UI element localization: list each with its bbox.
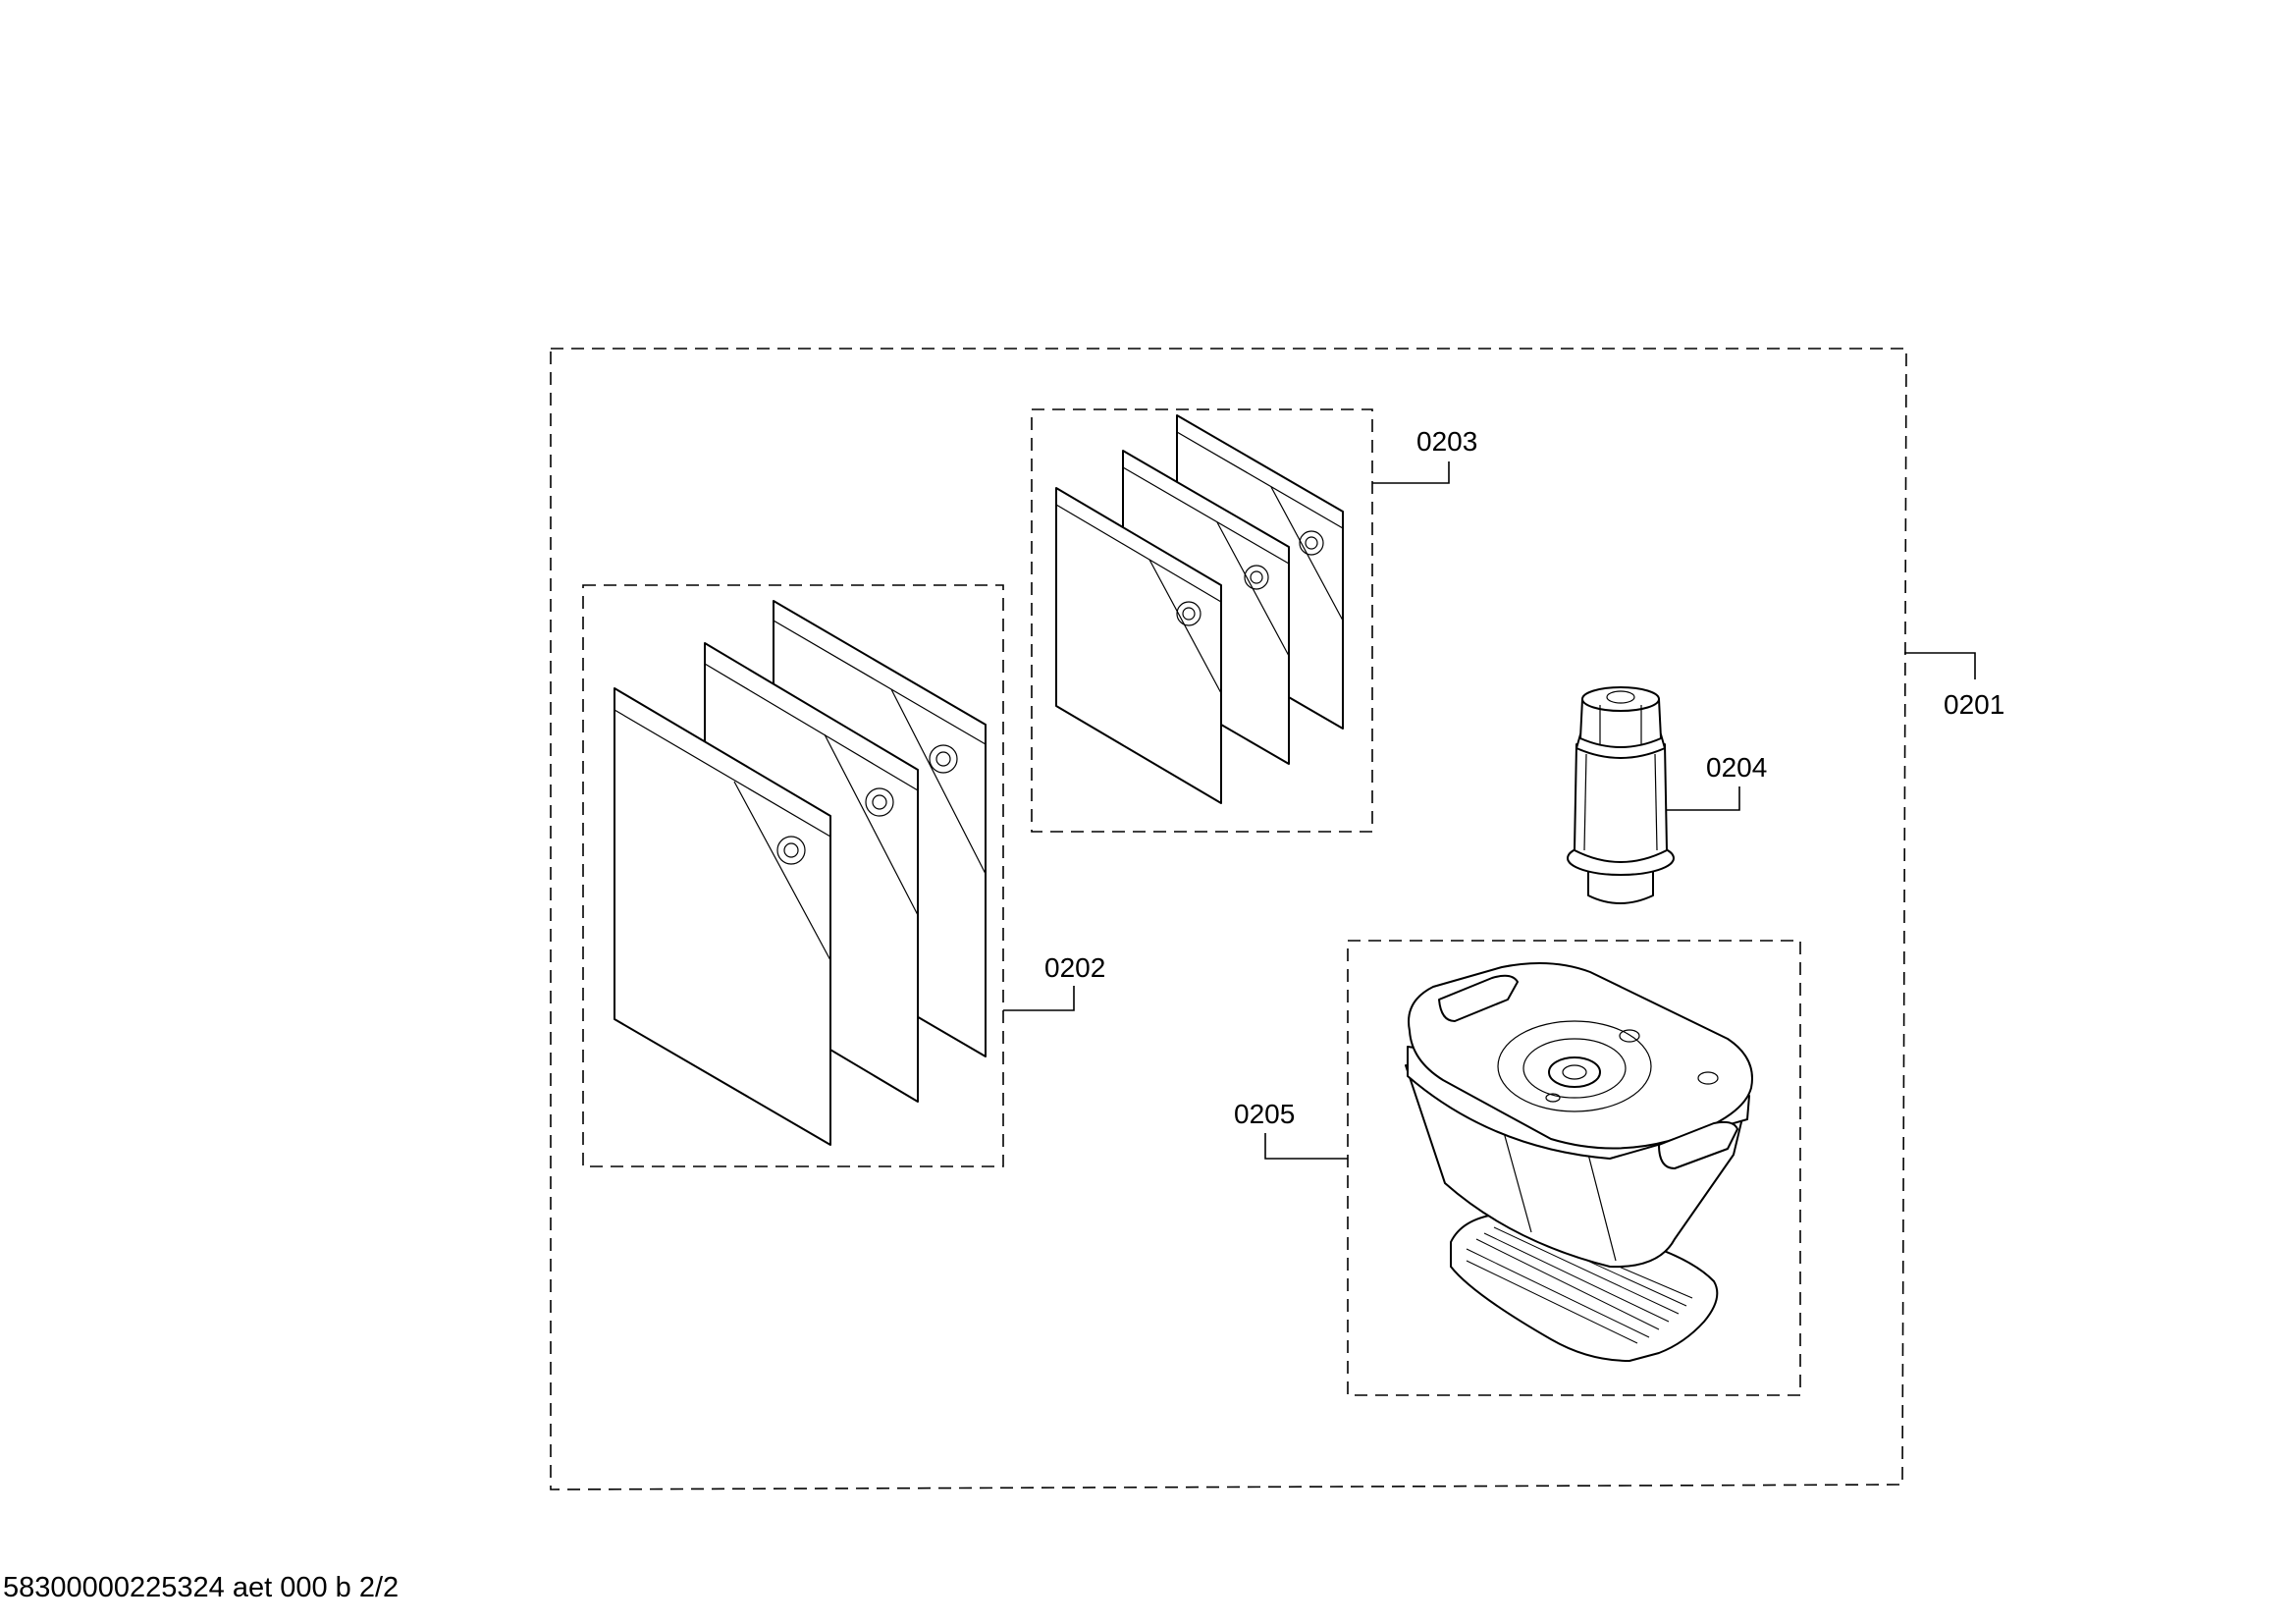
label-0205: 0205 <box>1234 1099 1295 1129</box>
leader-line-0205 <box>1264 1133 1348 1160</box>
leader-line-0204 <box>1666 786 1740 811</box>
bag-set-small-boundary <box>1031 408 1373 833</box>
leader-line-0201 <box>1904 652 1976 679</box>
container-body <box>1405 962 1753 1269</box>
label-0203: 0203 <box>1416 426 1477 457</box>
document-code-footer: 58300000225324 aet 000 b 2/2 <box>3 1572 399 1603</box>
leader-line-0203 <box>1372 461 1450 484</box>
large-bag-front <box>614 687 831 1146</box>
bag-set-small-0203: 0203 <box>1031 408 1477 833</box>
leader-line-0202 <box>1003 986 1075 1011</box>
adapter-0204: 0204 <box>1567 686 1767 904</box>
container-group-0205: 0205 <box>1234 940 1801 1396</box>
kit-group-0201: 0201 <box>550 348 2004 1490</box>
label-0204: 0204 <box>1706 752 1767 783</box>
bag-set-large-boundary <box>582 584 1004 1167</box>
label-0201: 0201 <box>1944 689 2004 720</box>
bag-set-large-0202: 0202 <box>582 584 1105 1167</box>
label-0202: 0202 <box>1044 952 1105 983</box>
small-bag-front <box>1055 487 1222 804</box>
